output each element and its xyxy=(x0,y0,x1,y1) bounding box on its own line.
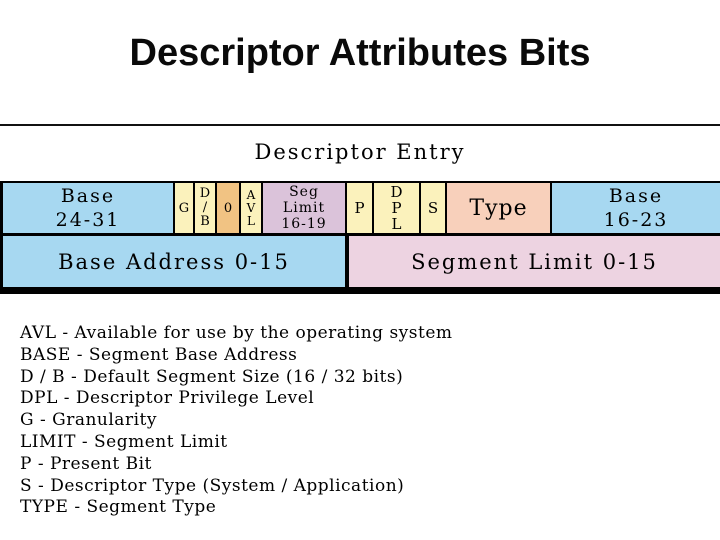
legend-item: G - Granularity xyxy=(20,410,157,431)
cell-segment-limit-0-15: Segment Limit 0-15 xyxy=(349,236,720,287)
legend-item: DPL - Descriptor Privilege Level xyxy=(20,388,315,409)
cell-d-b-text: / xyxy=(202,200,208,215)
cell-g: G xyxy=(175,183,195,233)
cell-base-24-31-text: Base xyxy=(60,185,116,207)
title-divider xyxy=(0,124,720,126)
page-title: Descriptor Attributes Bits xyxy=(129,32,591,74)
cell-zero-text: 0 xyxy=(223,200,233,216)
legend-item: AVL - Available for use by the operating… xyxy=(20,323,453,343)
table-bottom-bar xyxy=(0,287,720,294)
cell-base-16-23-text: 16-23 xyxy=(603,209,669,231)
cell-type-text: Type xyxy=(469,195,528,221)
cell-segment-limit-0-15-text: Segment Limit 0-15 xyxy=(411,249,658,274)
cell-dpl-text: D xyxy=(390,183,403,201)
cell-seg-limit-16-19-text: 16-19 xyxy=(281,216,327,232)
legend: AVL - Available for use by the operating… xyxy=(20,323,710,519)
cell-seg-limit-16-19-text: Seg xyxy=(289,184,319,200)
cell-avl-text: L xyxy=(247,213,255,228)
cell-d-b-text: D xyxy=(199,186,211,201)
cell-s-text: S xyxy=(427,199,439,217)
cell-base-address-0-15-text: Base Address 0-15 xyxy=(58,249,290,274)
cell-p-text: P xyxy=(354,199,365,217)
legend-item: LIMIT - Segment Limit xyxy=(20,431,228,452)
cell-base-16-23-text: Base xyxy=(608,185,664,207)
legend-item: TYPE - Segment Type xyxy=(20,497,217,518)
descriptor-entry-label: Descriptor Entry xyxy=(254,140,466,164)
cell-type: Type xyxy=(447,183,552,233)
legend-item: S - Descriptor Type (System / Applicatio… xyxy=(20,475,405,496)
cell-p: P xyxy=(347,183,374,233)
cell-g-text: G xyxy=(178,200,190,216)
cell-avl-text: A xyxy=(246,187,256,202)
legend-item: D / B - Default Segment Size (16 / 32 bi… xyxy=(20,366,404,387)
cell-s: S xyxy=(421,183,447,233)
cell-base-24-31-text: 24-31 xyxy=(55,209,121,231)
legend-item: BASE - Segment Base Address xyxy=(20,344,298,365)
descriptor-row-low: Base Address 0-15 Segment Limit 0-15 xyxy=(0,236,720,287)
cell-avl-text: V xyxy=(246,200,256,215)
cell-d-b-text: B xyxy=(200,214,210,229)
cell-zero: 0 xyxy=(217,183,241,233)
cell-dpl-text: P xyxy=(391,199,402,217)
legend-item: P - Present Bit xyxy=(20,453,152,474)
cell-d-b: D/B xyxy=(195,183,217,233)
cell-seg-limit-16-19-text: Limit xyxy=(282,200,326,216)
cell-dpl-text: L xyxy=(391,215,402,233)
cell-base-address-0-15: Base Address 0-15 xyxy=(0,236,349,287)
